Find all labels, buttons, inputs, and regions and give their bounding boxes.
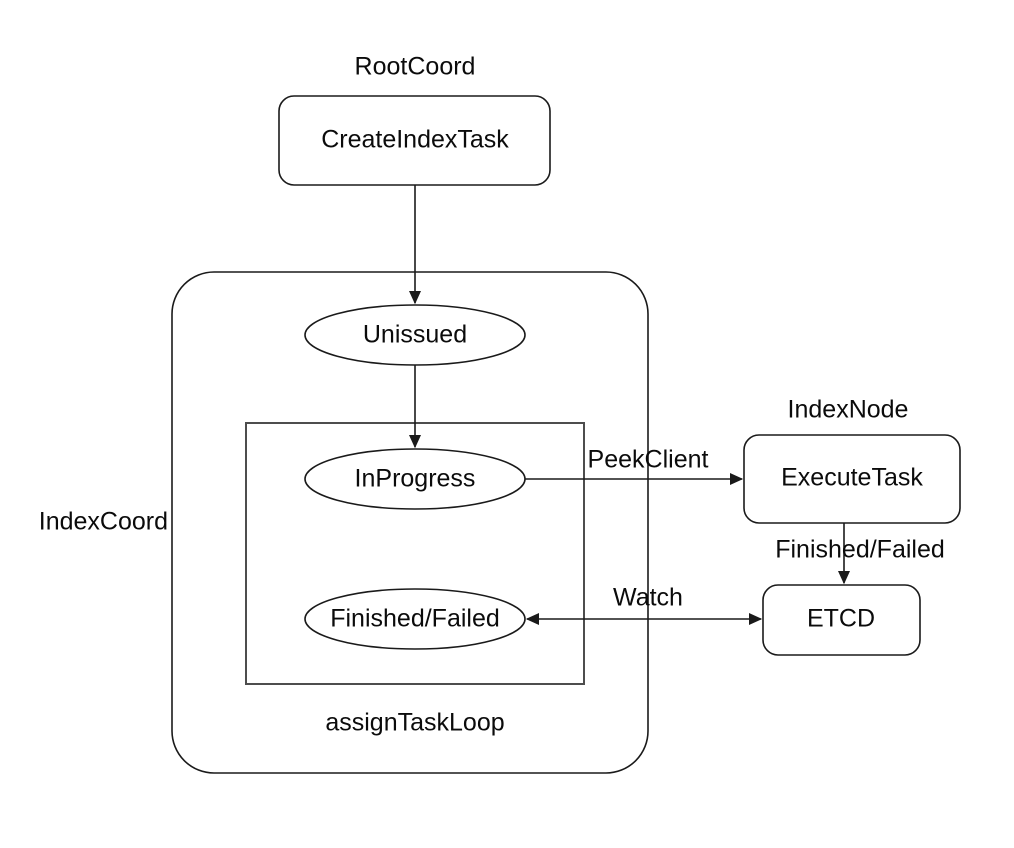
etcd-box[interactable]	[762, 584, 921, 656]
node-label-in-progress: InProgress	[355, 465, 476, 493]
group-label-index-node: IndexNode	[788, 396, 909, 424]
node-label-etcd: ETCD	[807, 605, 875, 633]
edge-label-watch: Watch	[613, 584, 683, 612]
node-label-execute-task: ExecuteTask	[781, 464, 923, 492]
group-label-index-coord: IndexCoord	[39, 508, 168, 536]
finished-failed-ellipse[interactable]	[304, 588, 526, 650]
group-label-root-coord: RootCoord	[355, 53, 476, 81]
node-label-finished-failed-state: Finished/Failed	[330, 605, 500, 633]
index-coord-container	[171, 271, 649, 774]
edge-label-finished-failed: Finished/Failed	[775, 536, 945, 564]
node-label-unissued: Unissued	[363, 321, 467, 349]
execute-task-box[interactable]	[743, 434, 961, 524]
edge-label-peek-client: PeekClient	[588, 446, 709, 474]
group-label-assign-task-loop: assignTaskLoop	[325, 709, 504, 737]
node-label-create-index-task: CreateIndexTask	[321, 126, 509, 154]
